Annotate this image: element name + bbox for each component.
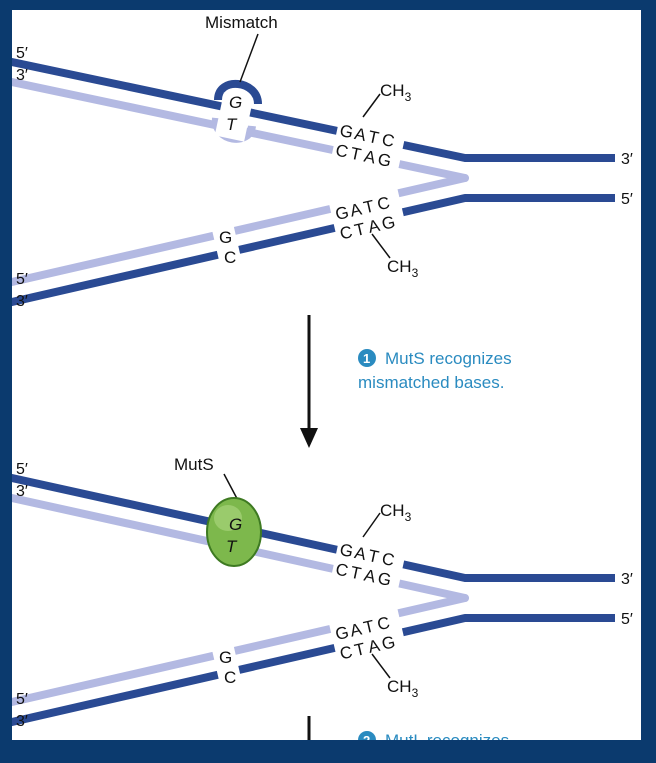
- svg-text:C: C: [375, 613, 391, 634]
- svg-text:T: T: [353, 219, 367, 240]
- svg-text:A: A: [362, 566, 378, 587]
- p2-bottom-methyl-bond: [371, 653, 391, 679]
- p2-top-gatc-gap: [329, 534, 407, 600]
- p2-end-label-bottom-left-5: 5′: [16, 691, 28, 708]
- p2-top-methyl-bond: [362, 512, 381, 538]
- p2-end-label-top-left-3: 3′: [16, 483, 28, 500]
- panel-1: G T Mismatch G A T C C T A G CH3 G A T C…: [12, 13, 633, 310]
- mismatch-bubble-top: [214, 80, 262, 105]
- svg-text:C: C: [334, 141, 350, 162]
- end-label-right-3: 3′: [621, 151, 633, 168]
- svg-text:T: T: [366, 546, 380, 567]
- svg-text:A: A: [353, 124, 369, 145]
- svg-text:G: G: [380, 212, 397, 233]
- svg-text:A: A: [348, 199, 364, 220]
- muts-base-t: T: [226, 537, 238, 556]
- bottom-gatc-site: G A T C C T A G: [334, 193, 398, 243]
- svg-text:T: T: [349, 144, 363, 165]
- svg-text:G: G: [334, 622, 351, 643]
- step-1-annotation: 1 MutS recognizes mismatched bases.: [358, 349, 512, 392]
- svg-text:G: G: [380, 632, 397, 653]
- step-2-text-line1: MutL recognizes: [385, 731, 509, 740]
- p2-end-label-bottom-left-3: 3′: [16, 713, 28, 730]
- mismatch-label: Mismatch: [205, 13, 278, 32]
- p2-end-label-right-3: 3′: [621, 571, 633, 588]
- p2-end-label-right-5: 5′: [621, 611, 633, 628]
- p2-top-methyl-label: CH3: [380, 501, 412, 524]
- p2-top-gatc-site: G A T C C T A G: [334, 540, 396, 590]
- top-methyl-bond: [362, 93, 381, 118]
- p2-bottom-methyl-label: CH3: [387, 677, 419, 700]
- svg-text:G: G: [334, 202, 351, 223]
- svg-text:A: A: [353, 543, 369, 564]
- bottom-base-g: G: [219, 228, 232, 247]
- top-gatc-site: G A T C C T A G: [334, 121, 396, 171]
- top-methyl-label: CH3: [380, 81, 412, 104]
- bottom-methyl-label: CH3: [387, 257, 419, 280]
- end-label-bottom-left-5: 5′: [16, 271, 28, 288]
- svg-text:A: A: [366, 636, 382, 657]
- svg-text:G: G: [376, 569, 393, 590]
- svg-text:C: C: [338, 222, 354, 243]
- svg-text:T: T: [366, 127, 380, 148]
- step-1-arrow: [300, 315, 318, 448]
- bottom-base-c: C: [224, 248, 236, 267]
- mismatch-gap: [214, 92, 254, 142]
- svg-text:T: T: [349, 563, 363, 584]
- svg-text:C: C: [334, 560, 350, 581]
- svg-text:A: A: [366, 216, 382, 237]
- mismatch-base-t: T: [226, 115, 238, 134]
- svg-text:G: G: [376, 150, 393, 171]
- p2-bottom-gc-gap: [211, 644, 243, 688]
- bottom-methyl-bond: [371, 233, 391, 259]
- p2-bottom-base-c: C: [224, 668, 236, 687]
- top-gatc-gap: [329, 115, 407, 181]
- svg-text:C: C: [380, 549, 396, 570]
- mismatch-base-g: G: [229, 93, 242, 112]
- p2-bottom-base-g: G: [219, 648, 232, 667]
- step-1-text-line2: mismatched bases.: [358, 373, 504, 392]
- p2-bottom-gatc-gap: [328, 604, 408, 670]
- step-1-number: 1: [363, 351, 370, 366]
- end-label-top-left-3: 3′: [16, 67, 28, 84]
- p2-end-label-top-left-5: 5′: [16, 461, 28, 478]
- step-1-text-line1: MutS recognizes: [385, 349, 512, 368]
- muts-highlight: [214, 505, 242, 531]
- end-label-bottom-left-3: 3′: [16, 293, 28, 310]
- bottom-gatc-gap: [328, 184, 408, 250]
- end-label-right-5: 5′: [621, 191, 633, 208]
- svg-text:C: C: [380, 130, 396, 151]
- svg-text:G: G: [338, 121, 355, 142]
- svg-text:C: C: [375, 193, 391, 214]
- step-2-annotation: 2 MutL recognizes: [358, 731, 509, 740]
- svg-text:G: G: [338, 540, 355, 561]
- end-label-top-left-5: 5′: [16, 45, 28, 62]
- svg-text:T: T: [362, 617, 376, 638]
- figure-frame: G T Mismatch G A T C C T A G CH3 G A T C…: [12, 10, 641, 740]
- mismatch-repair-diagram: G T Mismatch G A T C C T A G CH3 G A T C…: [12, 13, 633, 740]
- step-1-badge: [358, 349, 376, 367]
- svg-text:T: T: [362, 197, 376, 218]
- step-2-badge: [358, 731, 376, 740]
- svg-text:C: C: [338, 642, 354, 663]
- svg-text:T: T: [353, 639, 367, 660]
- mismatch-leader-line: [239, 33, 259, 83]
- svg-text:A: A: [362, 147, 378, 168]
- svg-text:A: A: [348, 619, 364, 640]
- bottom-gc-gap: [211, 224, 243, 268]
- p2-bottom-gatc-site: G A T C C T A G: [334, 613, 398, 663]
- muts-label: MutS: [174, 455, 214, 474]
- muts-base-g: G: [229, 515, 242, 534]
- panel-2: MutS G T G A T C C T A G CH3 G A T C C T…: [12, 455, 633, 730]
- step-2-number: 2: [363, 733, 370, 740]
